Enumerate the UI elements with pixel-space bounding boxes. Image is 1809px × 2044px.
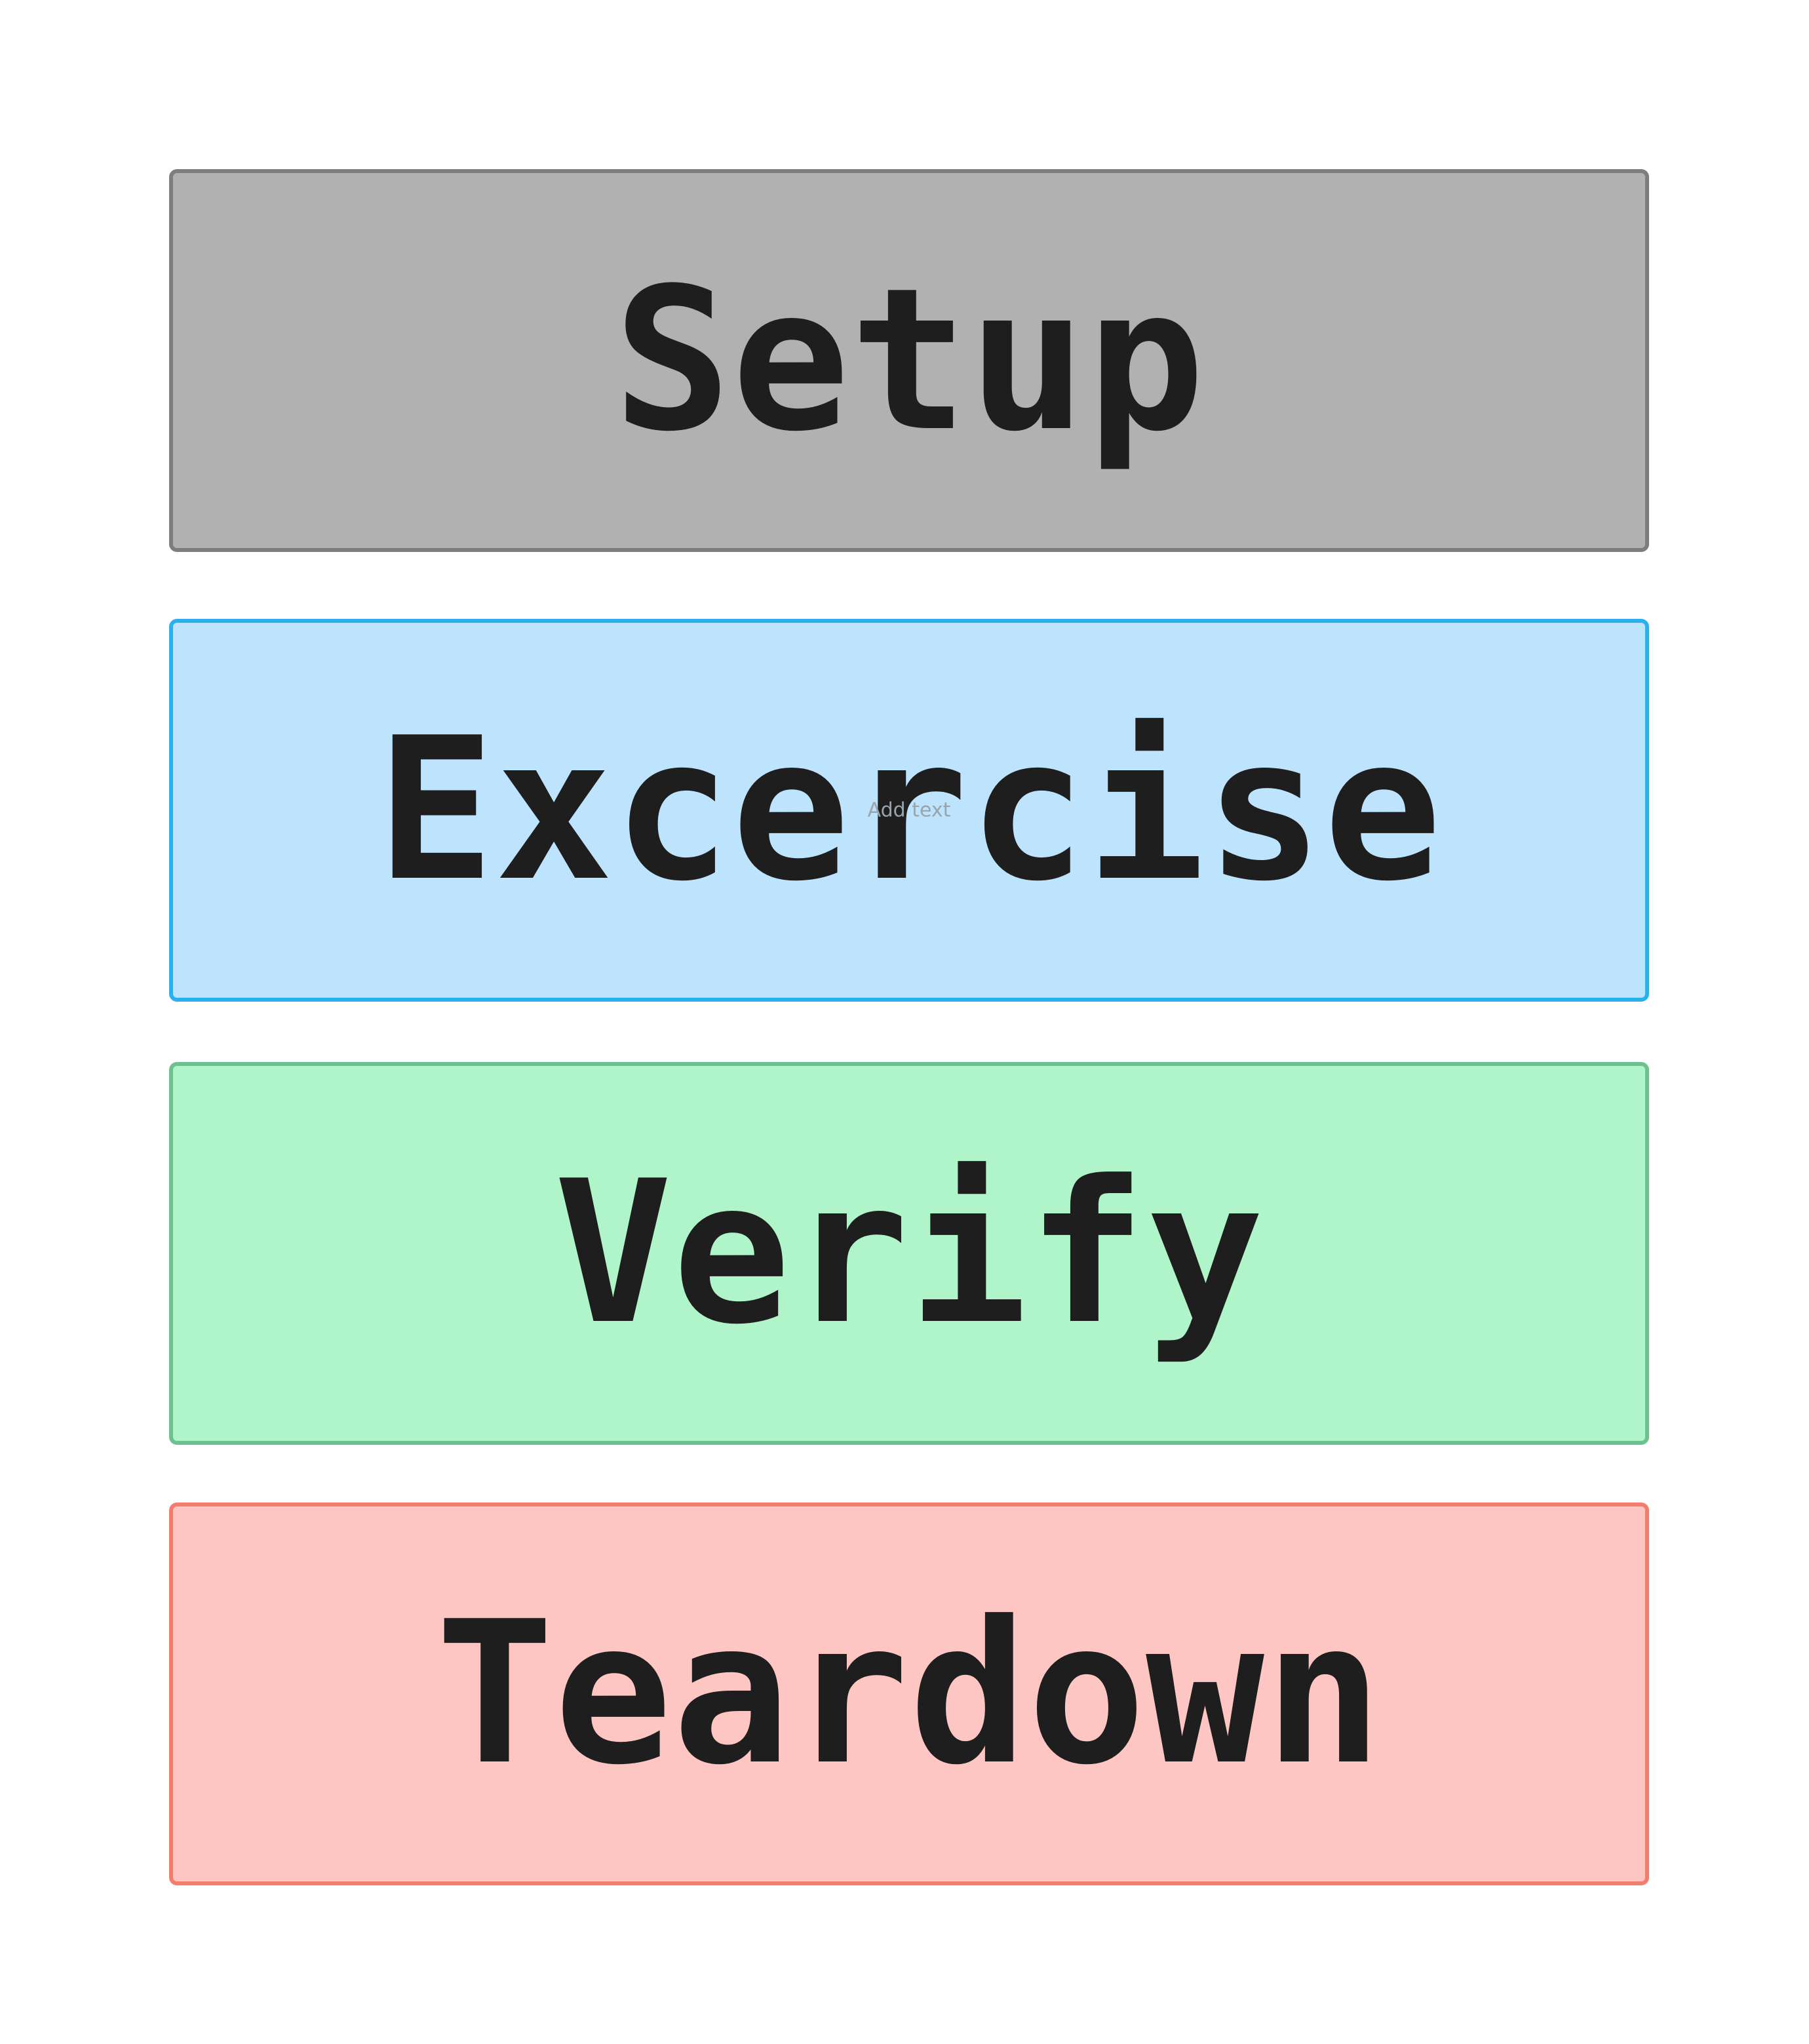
phase-box-exercise[interactable]: Excercise Add text [169,619,1649,1002]
phase-box-verify[interactable]: Verify [169,1062,1649,1445]
phase-box-setup[interactable]: Setup [169,169,1649,552]
phase-label-exercise: Excercise [376,696,1442,924]
phase-label-verify: Verify [554,1139,1264,1367]
phase-label-teardown: Teardown [435,1579,1383,1808]
phase-label-setup: Setup [613,246,1205,475]
phase-box-teardown[interactable]: Teardown [169,1503,1649,1885]
